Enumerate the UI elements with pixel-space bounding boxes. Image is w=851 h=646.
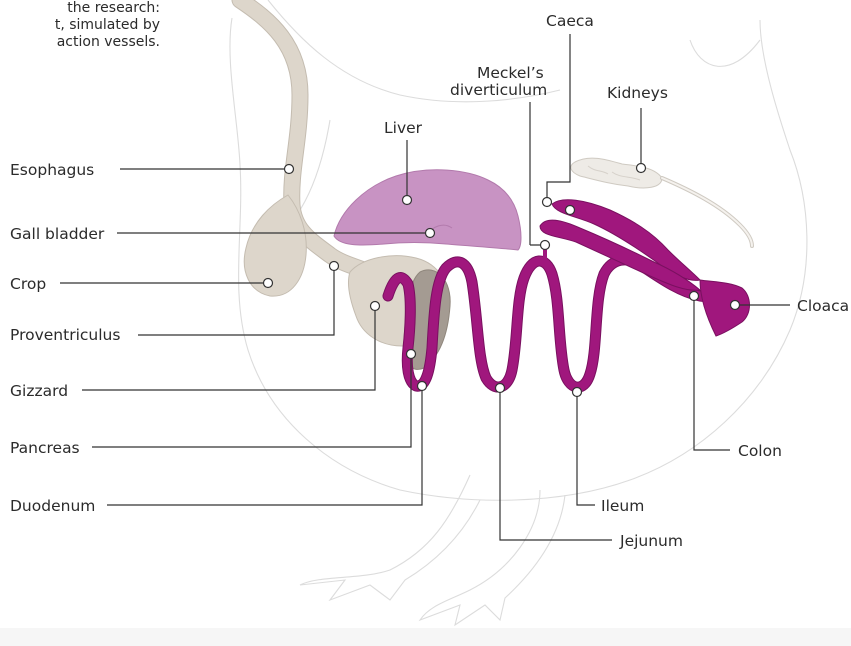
- caeca-marker: [566, 206, 575, 215]
- duodenum-marker: [418, 382, 427, 391]
- label-pancreas: Pancreas: [10, 439, 80, 457]
- label-meckels-line2: diverticulum: [450, 81, 547, 99]
- esophagus-marker: [285, 165, 294, 174]
- label-liver: Liver: [384, 119, 423, 137]
- colon-marker: [690, 292, 699, 301]
- label-ileum: Ileum: [601, 497, 644, 515]
- meckels-diverticulum-marker: [541, 241, 550, 250]
- label-cloaca: Cloaca: [797, 297, 849, 315]
- pancreas-marker: [407, 350, 416, 359]
- ileum-marker: [573, 388, 582, 397]
- proventriculus-marker: [330, 262, 339, 271]
- label-duodenum: Duodenum: [10, 497, 95, 515]
- gall-bladder-marker: [426, 229, 435, 238]
- liver-marker: [403, 196, 412, 205]
- label-caeca: Caeca: [546, 12, 594, 30]
- cloaca-marker: [731, 301, 740, 310]
- bottom-band: [0, 628, 851, 646]
- label-colon: Colon: [738, 442, 782, 460]
- label-gizzard: Gizzard: [10, 382, 68, 400]
- liver: [334, 170, 521, 250]
- label-gall-bladder: Gall bladder: [10, 225, 105, 243]
- kidneys-marker: [637, 164, 646, 173]
- label-proventriculus: Proventriculus: [10, 326, 120, 344]
- kidneys: [571, 158, 752, 246]
- crop-marker: [264, 279, 273, 288]
- label-crop: Crop: [10, 275, 46, 293]
- jejunum-marker: [496, 384, 505, 393]
- label-esophagus: Esophagus: [10, 161, 94, 179]
- caeca-lower-marker: [543, 198, 552, 207]
- label-jejunum: Jejunum: [619, 532, 683, 550]
- label-meckels-line1: Meckel’s: [477, 64, 544, 82]
- label-kidneys: Kidneys: [607, 84, 668, 102]
- gizzard-marker: [371, 302, 380, 311]
